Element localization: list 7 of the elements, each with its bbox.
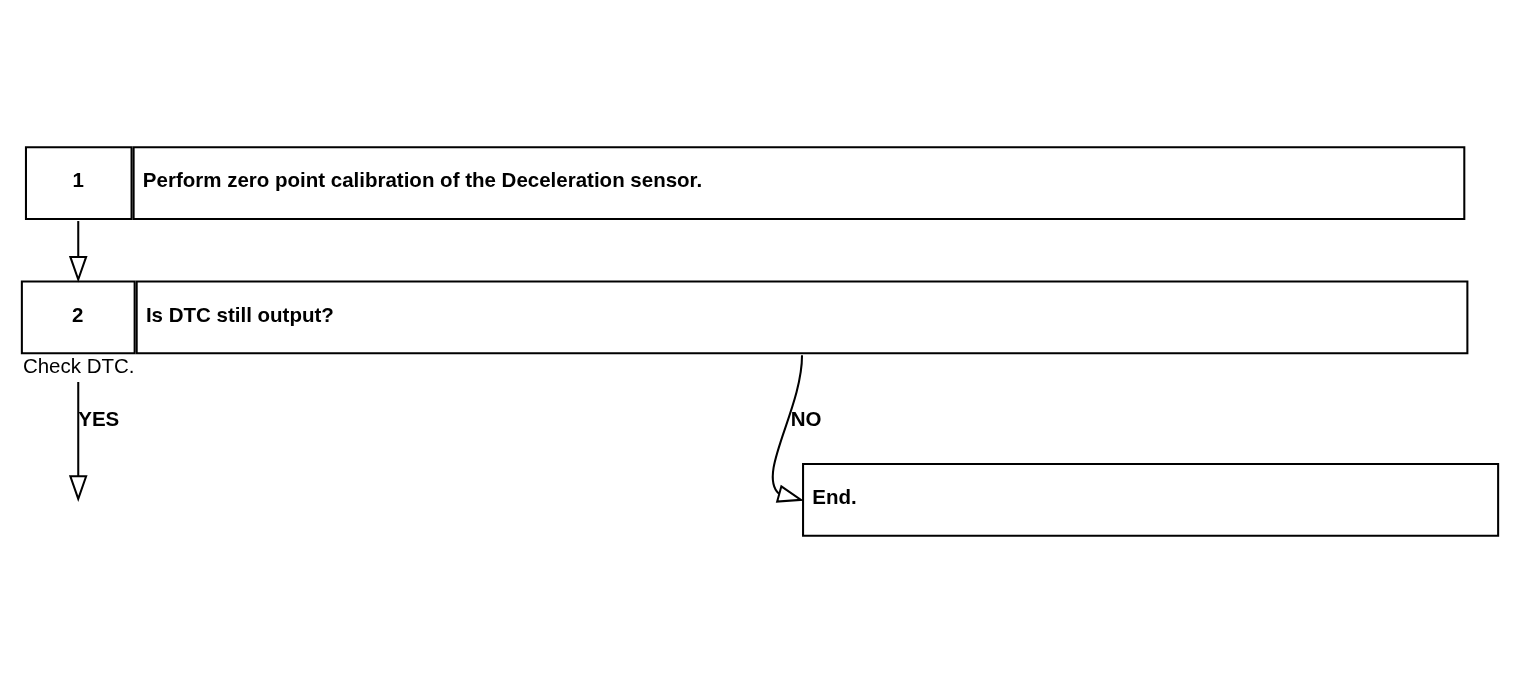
node-label: Check DTC. [22,353,135,377]
arrow [771,354,804,503]
node-box: End. [802,462,1500,537]
edge-label: NO [790,406,822,430]
arrow [68,381,88,502]
arrow [68,220,88,283]
edge-label: YES [78,406,120,430]
